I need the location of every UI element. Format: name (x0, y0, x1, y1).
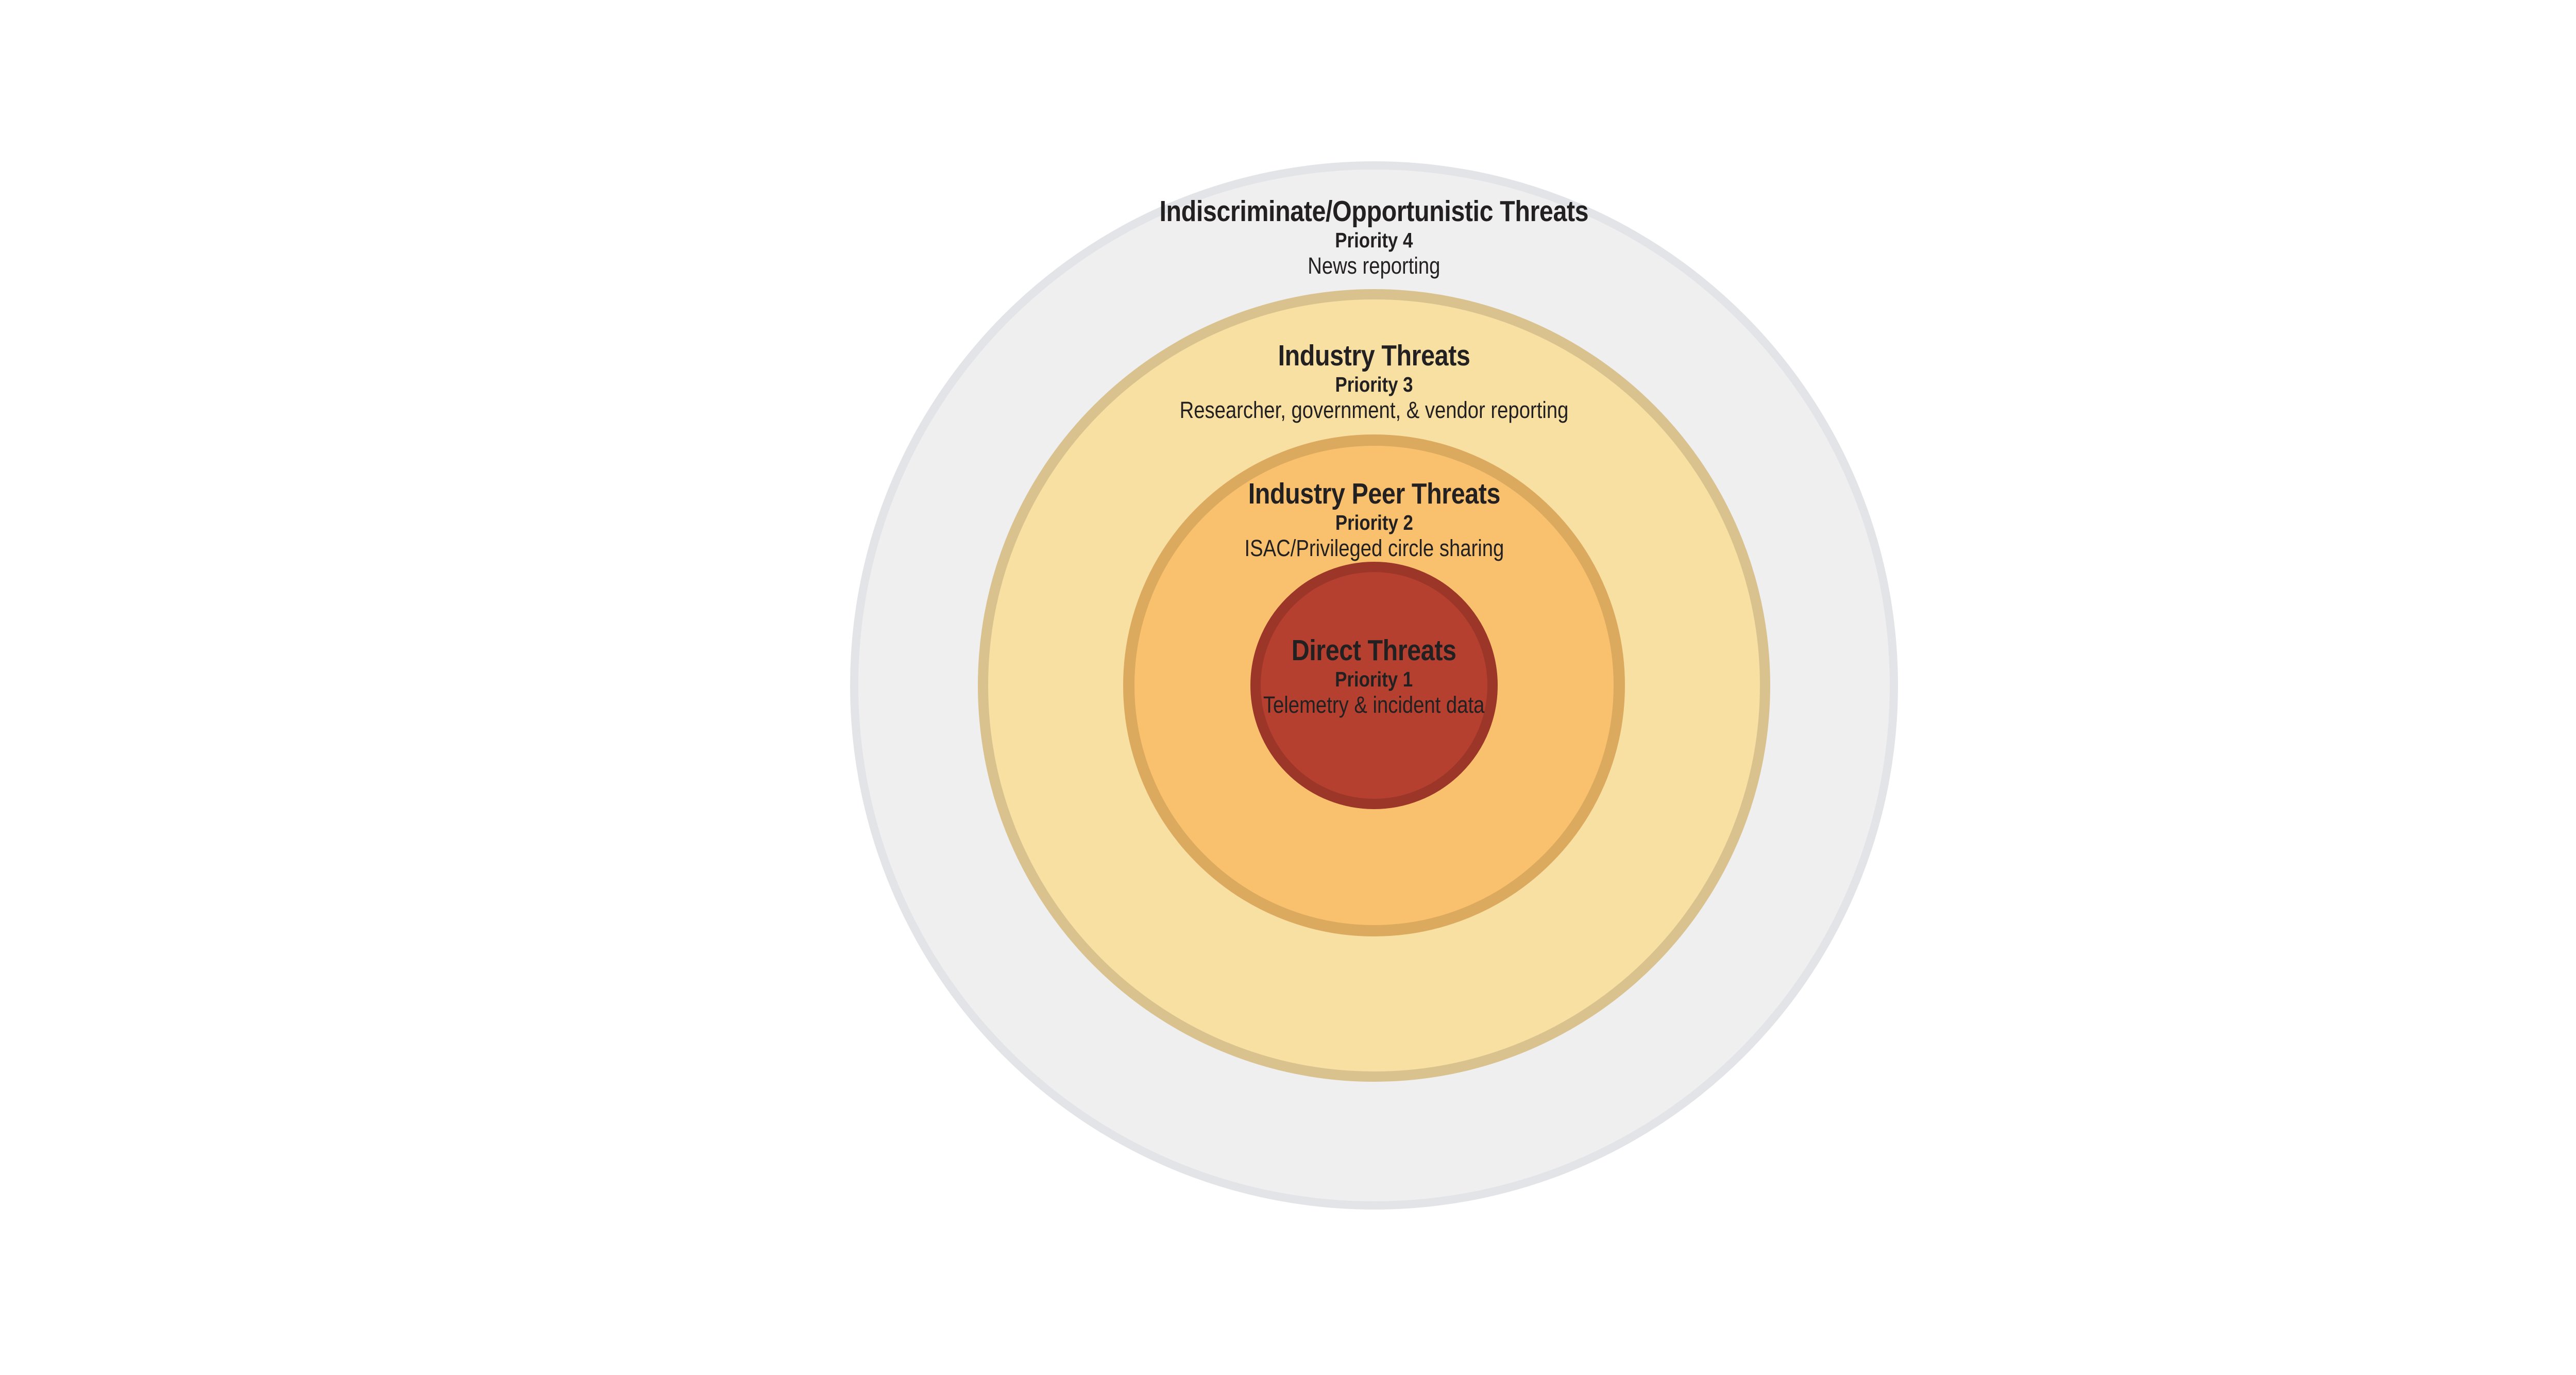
ring-priority-2-label-block: Industry Peer Threats Priority 2 ISAC/Pr… (0, 477, 2576, 562)
ring-priority-4-label-block: Indiscriminate/Opportunistic Threats Pri… (0, 195, 2576, 279)
ring-priority-2-label: Industry Peer Threats Priority 2 ISAC/Pr… (1244, 477, 1504, 562)
ring-title: Indiscriminate/Opportunistic Threats (1159, 195, 1589, 228)
ring-priority-label: Priority 3 (1335, 373, 1413, 396)
ring-source-label: ISAC/Privileged circle sharing (1244, 535, 1504, 561)
ring-priority-3-label-block: Industry Threats Priority 3 Researcher, … (0, 339, 2576, 424)
ring-title: Industry Threats (1278, 339, 1470, 372)
ring-source-label: Researcher, government, & vendor reporti… (1179, 397, 1569, 423)
ring-source-label: News reporting (1308, 253, 1440, 279)
ring-priority-1-label: Direct Threats Priority 1 Telemetry & in… (1263, 634, 1484, 718)
ring-priority-label: Priority 2 (1335, 511, 1413, 534)
ring-source-label: Telemetry & incident data (1263, 692, 1485, 718)
ring-priority-label: Priority 4 (1335, 228, 1413, 252)
ring-title: Industry Peer Threats (1248, 477, 1500, 510)
ring-priority-3-label: Industry Threats Priority 3 Researcher, … (1180, 339, 1569, 424)
ring-title: Direct Threats (1292, 634, 1456, 667)
ring-priority-1-label-block: Direct Threats Priority 1 Telemetry & in… (0, 634, 2576, 718)
ring-priority-label: Priority 1 (1335, 667, 1413, 691)
ring-priority-4-label: Indiscriminate/Opportunistic Threats Pri… (1160, 195, 1589, 279)
